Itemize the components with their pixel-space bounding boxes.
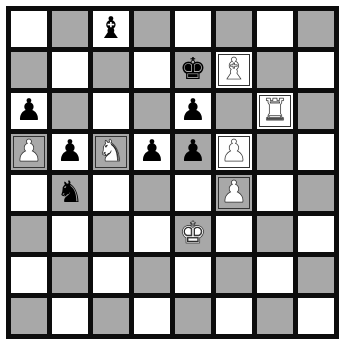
square-d8[interactable] xyxy=(134,11,170,47)
square-h7[interactable] xyxy=(298,52,334,88)
square-e8[interactable] xyxy=(175,11,211,47)
square-b2[interactable] xyxy=(52,257,88,293)
square-c3[interactable] xyxy=(93,216,129,252)
square-b7[interactable] xyxy=(52,52,88,88)
square-c7[interactable] xyxy=(93,52,129,88)
square-h8[interactable] xyxy=(298,11,334,47)
square-f2[interactable] xyxy=(216,257,252,293)
square-a1[interactable] xyxy=(11,298,47,334)
square-c1[interactable] xyxy=(93,298,129,334)
square-f7[interactable]: ♝ xyxy=(216,52,252,88)
square-b1[interactable] xyxy=(52,298,88,334)
square-d1[interactable] xyxy=(134,298,170,334)
square-g3[interactable] xyxy=(257,216,293,252)
square-d4[interactable] xyxy=(134,175,170,211)
square-b4[interactable]: ♞ xyxy=(52,175,88,211)
square-a6[interactable]: ♟ xyxy=(11,93,47,129)
square-h4[interactable] xyxy=(298,175,334,211)
square-g2[interactable] xyxy=(257,257,293,293)
square-h6[interactable] xyxy=(298,93,334,129)
square-c2[interactable] xyxy=(93,257,129,293)
square-f3[interactable] xyxy=(216,216,252,252)
square-e3[interactable]: ♚ xyxy=(175,216,211,252)
square-h1[interactable] xyxy=(298,298,334,334)
square-a7[interactable] xyxy=(11,52,47,88)
black-knight-icon[interactable]: ♞ xyxy=(57,178,84,208)
square-e4[interactable] xyxy=(175,175,211,211)
square-f8[interactable] xyxy=(216,11,252,47)
black-pawn-icon[interactable]: ♟ xyxy=(180,137,207,167)
square-e5[interactable]: ♟ xyxy=(175,134,211,170)
square-e6[interactable]: ♟ xyxy=(175,93,211,129)
square-h3[interactable] xyxy=(298,216,334,252)
square-a2[interactable] xyxy=(11,257,47,293)
piece-frame xyxy=(218,54,250,86)
square-g5[interactable] xyxy=(257,134,293,170)
piece-frame xyxy=(13,136,45,168)
square-d7[interactable] xyxy=(134,52,170,88)
piece-frame xyxy=(259,95,291,127)
square-b6[interactable] xyxy=(52,93,88,129)
piece-frame xyxy=(218,136,250,168)
square-b3[interactable] xyxy=(52,216,88,252)
square-g8[interactable] xyxy=(257,11,293,47)
square-g7[interactable] xyxy=(257,52,293,88)
square-e1[interactable] xyxy=(175,298,211,334)
square-a5[interactable]: ♟ xyxy=(11,134,47,170)
black-king-icon[interactable]: ♚ xyxy=(180,55,207,85)
square-f1[interactable] xyxy=(216,298,252,334)
square-b8[interactable] xyxy=(52,11,88,47)
square-c6[interactable] xyxy=(93,93,129,129)
square-h2[interactable] xyxy=(298,257,334,293)
black-bishop-icon[interactable]: ♝ xyxy=(98,14,125,44)
square-e7[interactable]: ♚ xyxy=(175,52,211,88)
square-f6[interactable] xyxy=(216,93,252,129)
square-h5[interactable] xyxy=(298,134,334,170)
square-c8[interactable]: ♝ xyxy=(93,11,129,47)
black-pawn-icon[interactable]: ♟ xyxy=(139,137,166,167)
piece-frame xyxy=(95,136,127,168)
square-c4[interactable] xyxy=(93,175,129,211)
piece-frame xyxy=(218,177,250,209)
square-d5[interactable]: ♟ xyxy=(134,134,170,170)
square-a4[interactable] xyxy=(11,175,47,211)
square-f4[interactable]: ♟ xyxy=(216,175,252,211)
black-pawn-icon[interactable]: ♟ xyxy=(57,137,84,167)
chess-board: ♝♚♝♟♟♜♟♟♞♟♟♟♞♟♚ xyxy=(6,6,339,339)
square-e2[interactable] xyxy=(175,257,211,293)
square-c5[interactable]: ♞ xyxy=(93,134,129,170)
square-d2[interactable] xyxy=(134,257,170,293)
square-g1[interactable] xyxy=(257,298,293,334)
square-a8[interactable] xyxy=(11,11,47,47)
square-f5[interactable]: ♟ xyxy=(216,134,252,170)
square-b5[interactable]: ♟ xyxy=(52,134,88,170)
square-a3[interactable] xyxy=(11,216,47,252)
square-d6[interactable] xyxy=(134,93,170,129)
square-d3[interactable] xyxy=(134,216,170,252)
square-g4[interactable] xyxy=(257,175,293,211)
white-king-icon[interactable]: ♚ xyxy=(180,219,207,249)
black-pawn-icon[interactable]: ♟ xyxy=(180,96,207,126)
square-g6[interactable]: ♜ xyxy=(257,93,293,129)
black-pawn-icon[interactable]: ♟ xyxy=(16,96,43,126)
